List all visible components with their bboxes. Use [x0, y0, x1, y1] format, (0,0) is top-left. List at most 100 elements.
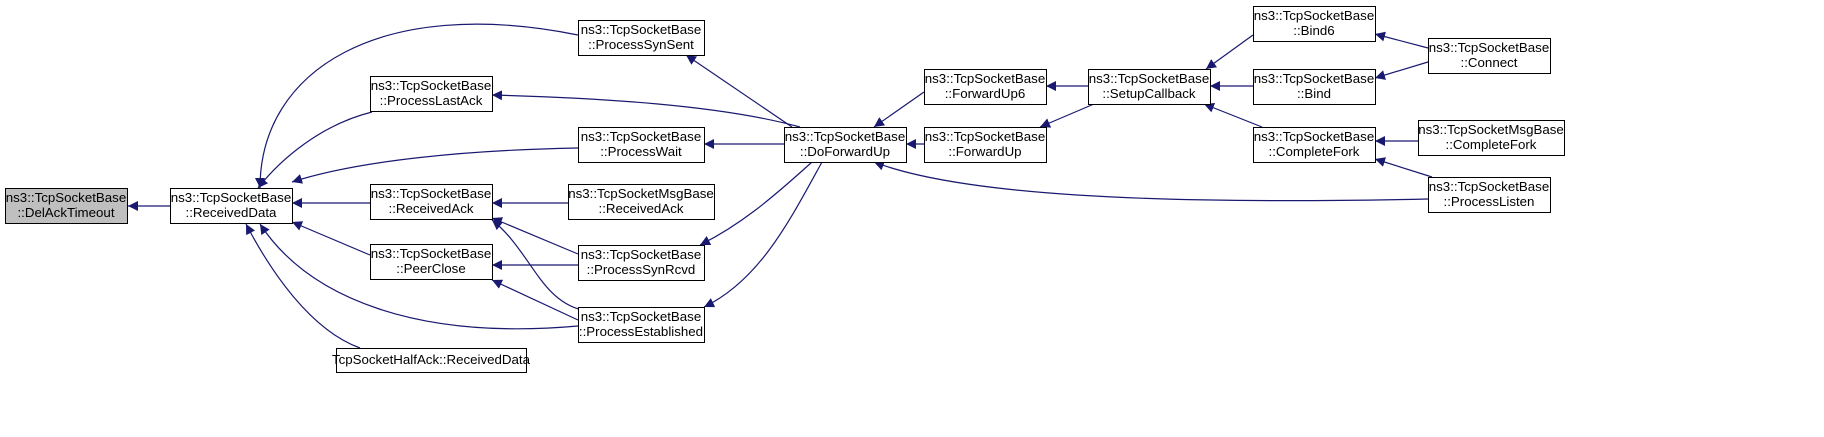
node-label-line: ::ProcessSynRcvd [587, 262, 696, 277]
node-label-line: ns3::TcpSocketBase [925, 71, 1045, 86]
node-received-ack[interactable]: ns3::TcpSocketBase::ReceivedAck [370, 184, 493, 220]
edge-complete_fork-to-setup_callback [1203, 103, 1263, 128]
node-process-listen[interactable]: ns3::TcpSocketBase::ProcessListen [1428, 177, 1551, 213]
node-box [1428, 38, 1551, 74]
node-label-line: ns3::TcpSocketBase [1254, 129, 1374, 144]
edge-process_syn_rcvd-to-received_ack [491, 217, 579, 255]
edge-process_established-to-received_ack [491, 219, 583, 311]
node-label-line: ::ProcessEstablished [579, 324, 703, 339]
node-process-syn-rcvd[interactable]: ns3::TcpSocketBase::ProcessSynRcvd [578, 245, 705, 281]
node-label-line: ::ReceivedData [186, 205, 278, 220]
edge-setup_callback-to-forward_up [1039, 103, 1095, 128]
node-label-line: ns3::TcpSocketBase [581, 22, 701, 37]
node-process-established[interactable]: ns3::TcpSocketBase::ProcessEstablished [578, 307, 705, 343]
edge-forward_up6-to-do_forward_up [873, 91, 925, 128]
node-box [1088, 69, 1211, 105]
node-forward-up6[interactable]: ns3::TcpSocketBase::ForwardUp6 [924, 69, 1047, 105]
node-label-line: ::DelAckTimeout [17, 205, 114, 220]
edge-process_established-to-peer_close [491, 279, 579, 321]
node-label-line: ns3::TcpSocketBase [371, 78, 491, 93]
node-box [370, 76, 493, 112]
node-box [1428, 177, 1551, 213]
node-box [336, 348, 527, 373]
node-label-line: ns3::TcpSocketBase [581, 129, 701, 144]
node-label-line: ::DoForwardUp [800, 144, 890, 159]
node-process-syn-sent[interactable]: ns3::TcpSocketBase::ProcessSynSent [578, 20, 705, 56]
edges [128, 23, 1433, 349]
node-label-line: ns3::TcpSocketMsgBase [568, 186, 714, 201]
node-label-line: ns3::TcpSocketBase [1254, 8, 1374, 23]
node-box [784, 127, 907, 163]
edge-process_syn_sent-to-received_data [255, 23, 579, 189]
edge-do_forward_up-to-process_established [703, 161, 823, 308]
node-box [370, 244, 493, 280]
node-do-forward-up[interactable]: ns3::TcpSocketBase::DoForwardUp [784, 127, 907, 163]
edge-process_established-to-received_data [259, 223, 579, 330]
node-box [924, 127, 1047, 163]
node-process-last-ack[interactable]: ns3::TcpSocketBase::ProcessLastAck [370, 76, 493, 112]
node-box [5, 188, 128, 224]
edge-process_last_ack-to-received_data [257, 111, 373, 189]
node-msg-complete-fork[interactable]: ns3::TcpSocketMsgBase::CompleteFork [1418, 120, 1565, 156]
edge-process_listen-to-do_forward_up [873, 160, 1429, 202]
edge-peer_close-to-received_data [291, 221, 371, 256]
node-label-line: ::ReceivedAck [389, 201, 474, 216]
edge-bind6-to-setup_callback [1205, 34, 1254, 70]
node-box [578, 20, 705, 56]
node-peer-close[interactable]: ns3::TcpSocketBase::PeerClose [370, 244, 493, 280]
node-label-line: ::ProcessSynSent [588, 37, 694, 52]
node-label-line: ::Connect [1461, 55, 1518, 70]
node-label-line: TcpSocketHalfAck::ReceivedData [332, 352, 531, 367]
node-box [578, 245, 705, 281]
node-label-line: ::SetupCallback [1102, 86, 1195, 101]
node-received-data[interactable]: ns3::TcpSocketBase::ReceivedData [170, 188, 293, 224]
node-connect[interactable]: ns3::TcpSocketBase::Connect [1428, 38, 1551, 74]
node-label-line: ::CompleteFork [1269, 144, 1360, 159]
nodes: ns3::TcpSocketBase::DelAckTimeoutns3::Tc… [5, 6, 1565, 373]
node-label-line: ns3::TcpSocketBase [581, 309, 701, 324]
edge-process_listen-to-complete_fork [1374, 157, 1433, 178]
node-label-line: ns3::TcpSocketBase [171, 190, 291, 205]
node-label-line: ::ProcessListen [1444, 194, 1535, 209]
node-label-line: ::PeerClose [396, 261, 465, 276]
node-label-line: ns3::TcpSocketBase [1089, 71, 1209, 86]
node-msg-received-ack[interactable]: ns3::TcpSocketMsgBase::ReceivedAck [568, 184, 715, 220]
edge-connect-to-bind [1374, 61, 1429, 80]
node-label-line: ns3::TcpSocketBase [785, 129, 905, 144]
edge-connect-to-bind6 [1374, 31, 1429, 49]
node-box [170, 188, 293, 224]
node-box [370, 184, 493, 220]
edge-process_wait-to-received_data [291, 147, 579, 184]
node-process-wait[interactable]: ns3::TcpSocketBase::ProcessWait [578, 127, 705, 163]
node-complete-fork[interactable]: ns3::TcpSocketBase::CompleteFork [1253, 127, 1376, 163]
node-label-line: ns3::TcpSocketBase [371, 186, 491, 201]
node-label-line: ::ForwardUp [948, 144, 1021, 159]
node-box [1418, 120, 1565, 156]
node-box [1253, 127, 1376, 163]
node-label-line: ::Bind6 [1293, 23, 1334, 38]
edge-do_forward_up-to-process_syn_rcvd [699, 161, 813, 246]
node-delack[interactable]: ns3::TcpSocketBase::DelAckTimeout [5, 188, 128, 224]
node-label-line: ::Bind [1297, 86, 1331, 101]
edge-half_ack-to-received_data [245, 223, 361, 349]
node-label-line: ::ReceivedAck [599, 201, 684, 216]
node-label-line: ns3::TcpSocketBase [1429, 179, 1549, 194]
edge-do_forward_up-to-process_last_ack [491, 90, 801, 128]
node-label-line: ns3::TcpSocketBase [6, 190, 126, 205]
node-half-ack[interactable]: TcpSocketHalfAck::ReceivedData [332, 348, 531, 373]
node-bind[interactable]: ns3::TcpSocketBase::Bind [1253, 69, 1376, 105]
node-forward-up[interactable]: ns3::TcpSocketBase::ForwardUp [924, 127, 1047, 163]
node-label-line: ns3::TcpSocketMsgBase [1418, 122, 1564, 137]
node-box [578, 307, 705, 343]
node-label-line: ns3::TcpSocketBase [1429, 40, 1549, 55]
node-box [1253, 69, 1376, 105]
node-box [568, 184, 715, 220]
node-bind6[interactable]: ns3::TcpSocketBase::Bind6 [1253, 6, 1376, 42]
node-label-line: ns3::TcpSocketBase [371, 246, 491, 261]
node-label-line: ns3::TcpSocketBase [581, 247, 701, 262]
edge-do_forward_up-to-process_syn_sent [685, 54, 793, 128]
node-label-line: ::ForwardUp6 [945, 86, 1026, 101]
node-label-line: ns3::TcpSocketBase [925, 129, 1045, 144]
node-setup-callback[interactable]: ns3::TcpSocketBase::SetupCallback [1088, 69, 1211, 105]
